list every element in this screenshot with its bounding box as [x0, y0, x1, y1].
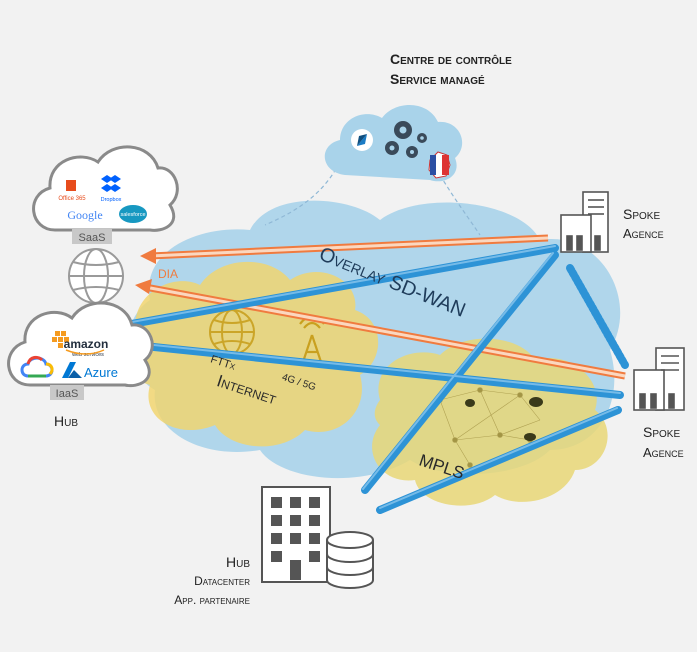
mpls-node: [524, 433, 536, 441]
svg-text:Dropbox: Dropbox: [101, 197, 122, 203]
tunnel-dc-spoke1: [361, 251, 559, 494]
mpls-node: [529, 397, 543, 407]
iaas-badge: [50, 385, 84, 400]
sdwan-tunnels: [111, 244, 629, 514]
svg-text:amazon: amazon: [64, 337, 109, 351]
hub-cloud-label: Hub: [54, 413, 78, 429]
azure-icon: Azure: [62, 362, 118, 380]
spoke1-building-icon: [560, 191, 609, 253]
svg-text:Azure: Azure: [84, 365, 118, 380]
tunnel-hub-spoke1: [111, 244, 559, 331]
gears-icon: [385, 121, 427, 158]
mpls-mesh: [437, 387, 541, 468]
svg-text:Office 365: Office 365: [58, 196, 86, 202]
compass-icon: [351, 129, 373, 151]
tunnel-hub-spoke2: [111, 339, 624, 399]
datacenter-subtitle: Datacenter: [194, 574, 250, 588]
dropbox-icon: Dropbox: [101, 175, 122, 203]
tunnel-spoke1-spoke2: [566, 264, 629, 369]
dia-arrow-spoke1: [140, 234, 549, 264]
control-link-left: [264, 149, 346, 226]
saas-badge: [72, 229, 112, 244]
iaas-cloud: [7, 301, 154, 388]
google-logo: Google: [67, 208, 102, 222]
aws-icon: amazon web services: [52, 331, 108, 358]
datacenter-building-icon: [261, 486, 331, 583]
google-cloud-icon: [20, 355, 54, 378]
spoke2-subtitle: Agence: [643, 445, 684, 460]
svg-text:web services: web services: [71, 352, 104, 358]
control-link-right: [439, 174, 481, 236]
database-icon: [326, 531, 374, 589]
spoke1-title: Spoke: [623, 206, 660, 222]
control-center-subtitle: Service managé: [390, 71, 485, 87]
saas-badge-label: SaaS: [79, 232, 106, 244]
spoke2-building-icon: [633, 347, 685, 411]
internet-globe-icon: [68, 248, 124, 304]
mpls-cloud: [372, 338, 608, 506]
dia-arrow-spoke2: [135, 279, 626, 380]
mpls-node: [465, 399, 475, 407]
france-map-icon: [428, 151, 451, 179]
svg-text:salesforce: salesforce: [120, 212, 145, 218]
dia-label: DIA: [158, 267, 178, 281]
iaas-badge-label: IaaS: [56, 388, 79, 400]
spoke1-subtitle: Agence: [623, 226, 664, 241]
partner-app-label: App. partenaire: [174, 593, 250, 607]
salesforce-icon: salesforce: [119, 205, 147, 223]
office365-icon: Office 365: [58, 180, 86, 202]
tunnel-dc-spoke2: [376, 406, 622, 514]
spoke2-title: Spoke: [643, 424, 680, 440]
control-center-title: Centre de contrôle: [390, 51, 512, 67]
datacenter-title: Hub: [226, 554, 250, 570]
